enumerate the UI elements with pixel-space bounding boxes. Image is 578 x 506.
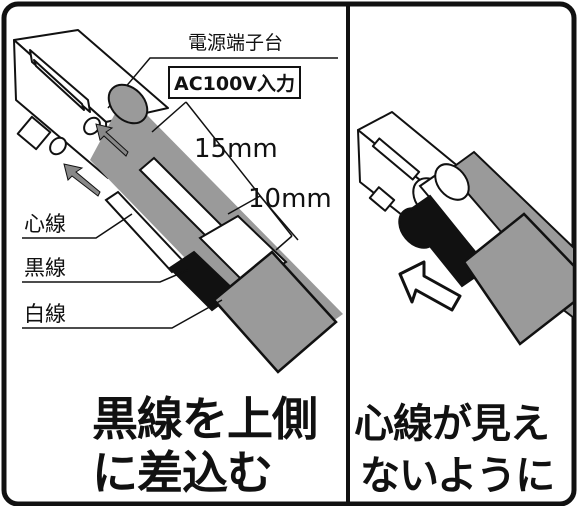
input-rating-box: AC100V入力 (168, 66, 302, 99)
terminal-block-label: 電源端子台 (188, 32, 284, 54)
white-wire-label: 白線 (24, 302, 66, 326)
right-push-arrow (398, 260, 462, 312)
left-cable-end (212, 250, 338, 374)
dimension-short-label: 10mm (248, 184, 332, 214)
right-cable-end (462, 212, 576, 346)
left-insert-arrows (63, 123, 129, 197)
left-dimension-lines (151, 101, 299, 251)
dimension-long-label: 15mm (194, 134, 278, 164)
core-wire-label: 心線 (24, 212, 66, 236)
black-wire-label: 黒線 (24, 256, 66, 280)
right-caption-line1: 心線が見え (354, 401, 550, 447)
left-wire-leaders (22, 213, 223, 329)
left-caption-line1: 黒線を上側 (92, 392, 318, 446)
right-caption-line2: ないように (360, 453, 555, 499)
left-caption-line2: に差込む (92, 446, 273, 500)
input-rating-label: AC100V入力 (174, 73, 296, 95)
